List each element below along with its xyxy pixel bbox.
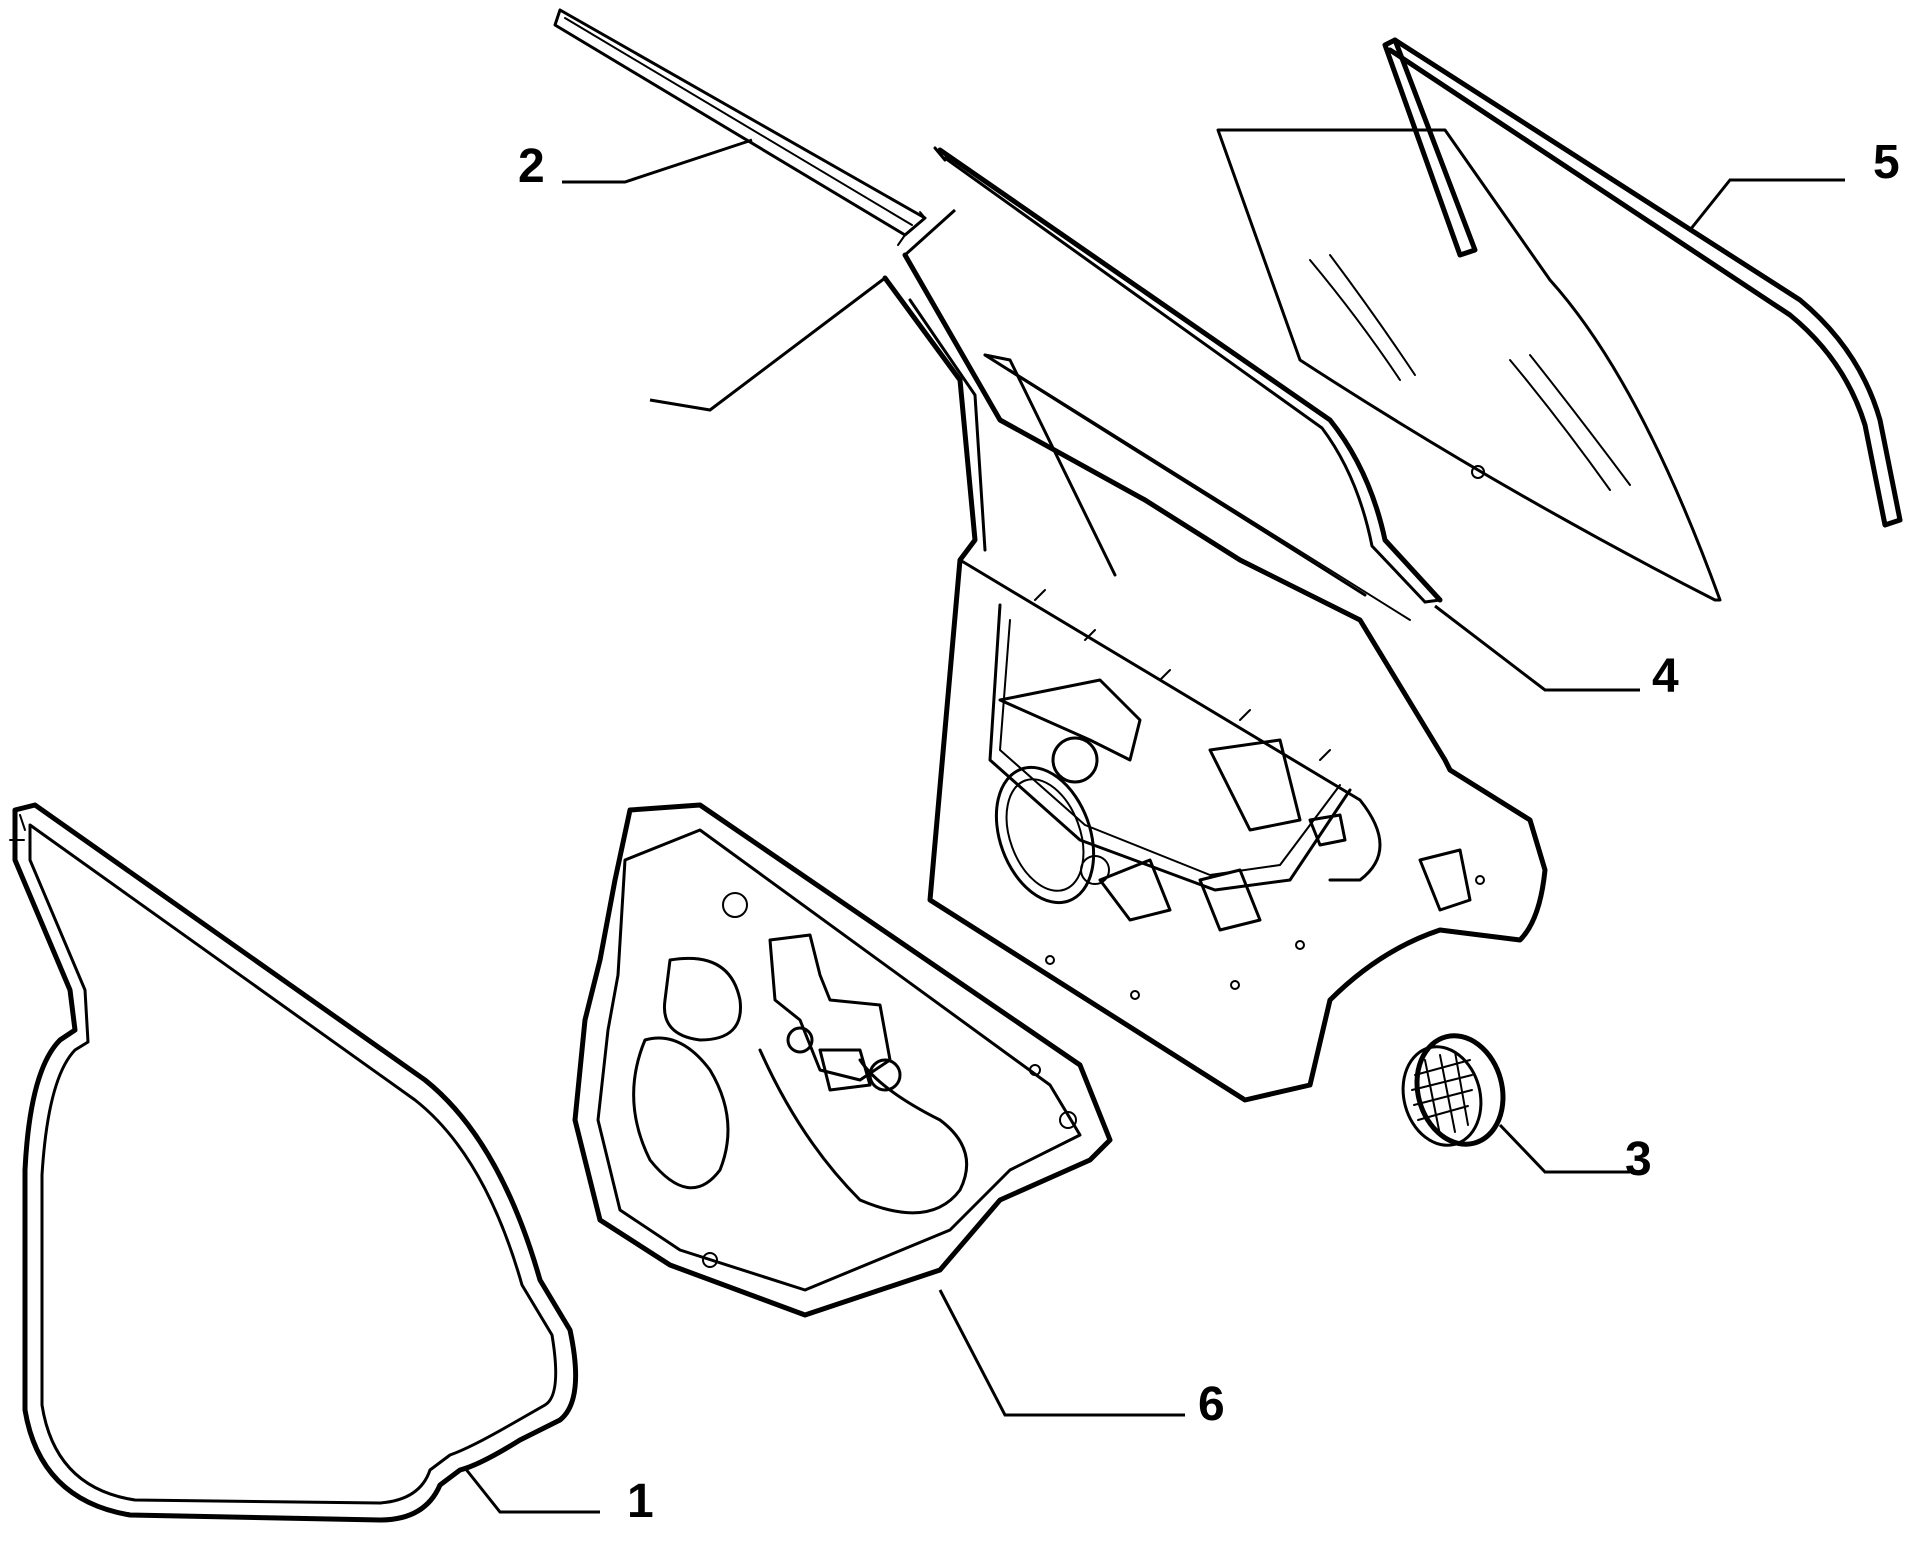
callout-label-4: 4 [1652,650,1679,703]
leader-line-3 [1498,1123,1630,1174]
callout-label-1: 1 [627,1475,654,1528]
part-1-door-seal [9,802,579,1523]
part-6-trim-panel [572,802,1113,1318]
callout-label-6: 6 [1198,1378,1225,1431]
part-2-window-strip [553,8,927,246]
callout-label-3: 3 [1625,1133,1652,1186]
leader-line-door-upper [649,276,886,412]
part-5-window-glass [1216,128,1722,602]
leader-line-1 [463,1467,600,1514]
callout-label-2: 2 [518,140,545,193]
leader-line-4 [1434,604,1640,692]
callout-label-5: 5 [1873,136,1900,189]
part-4-glass-run-seal [933,146,1443,604]
part-3-plug [1401,1033,1506,1147]
part-5-door-channel [1382,37,1903,528]
door-shell [882,252,1548,1103]
leader-line-5 [1688,178,1845,231]
leader-line-door-frame [903,208,957,257]
leader-line-2 [562,138,753,184]
leader-line-6 [938,1289,1185,1417]
